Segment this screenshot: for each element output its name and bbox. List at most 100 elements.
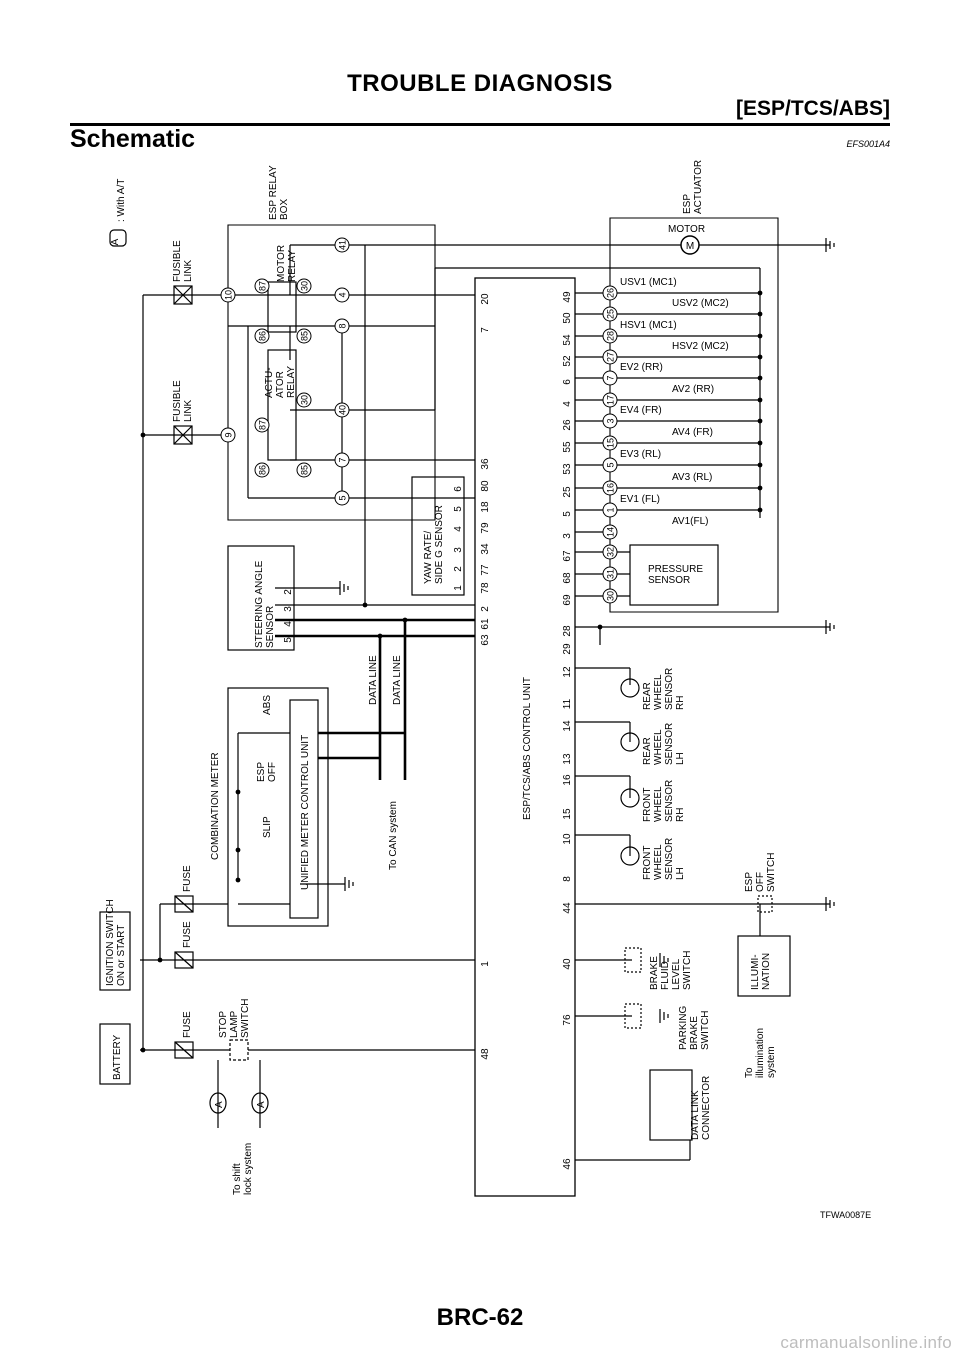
junction-dot <box>757 375 763 381</box>
valve-terminal-26: 26 <box>602 285 618 301</box>
unified-meter-label: UNIFIED METER CONTROL UNIT <box>300 735 311 890</box>
pressure-terminal-31: 31 <box>602 566 618 582</box>
page-header-title: TROUBLE DIAGNOSIS <box>347 70 613 97</box>
svg-text:FUSE: FUSE <box>182 921 193 948</box>
svg-text:BATTERY: BATTERY <box>112 1034 123 1080</box>
svg-text:LINK: LINK <box>183 399 194 422</box>
svg-text:55: 55 <box>562 441 573 453</box>
cu-bottom-pin-29: 29 <box>562 643 573 655</box>
svg-text:30: 30 <box>300 281 310 291</box>
svg-text:COMBINATION METER: COMBINATION METER <box>210 752 221 860</box>
cu-bottom-pin-28: 28 <box>562 625 573 637</box>
yaw-pin-4: 4 <box>453 526 464 532</box>
svg-text:UNIFIED METER CONTROL UNIT: UNIFIED METER CONTROL UNIT <box>300 735 311 890</box>
junction-dot <box>757 507 763 513</box>
relay-box-terminal-4: 4 <box>334 287 350 303</box>
svg-text:YAW RATE/: YAW RATE/ <box>423 531 434 584</box>
page-number: BRC-62 <box>436 1304 524 1331</box>
svg-text:To CAN system: To CAN system <box>388 801 399 870</box>
svg-text:8: 8 <box>562 876 573 882</box>
junction-dot <box>757 440 763 446</box>
svg-text:LINK: LINK <box>183 259 194 282</box>
svg-text:63: 63 <box>480 634 491 646</box>
junction-dot <box>757 354 763 360</box>
svg-text:87: 87 <box>258 281 268 291</box>
can-system-label: To CAN system <box>388 801 399 870</box>
junction-dot <box>362 602 368 608</box>
svg-text:LH: LH <box>675 867 686 880</box>
svg-text:3: 3 <box>283 606 294 612</box>
junction-dot <box>377 633 383 639</box>
svg-text:2: 2 <box>480 606 491 612</box>
svg-text:WHEEL: WHEEL <box>653 844 664 880</box>
valve-label-6: EV4 (FR) <box>620 405 662 416</box>
svg-text:AV2 (RR): AV2 (RR) <box>672 384 714 395</box>
svg-text:5: 5 <box>606 462 616 467</box>
svg-text:MOTOR: MOTOR <box>668 224 705 235</box>
junction-dot <box>757 333 763 339</box>
svg-text:EV1 (FL): EV1 (FL) <box>620 494 660 505</box>
svg-text:ON or START: ON or START <box>116 925 127 986</box>
svg-text:ACTU-: ACTU- <box>264 367 275 398</box>
svg-text:WHEEL: WHEEL <box>653 729 664 765</box>
svg-text:SENSOR: SENSOR <box>664 780 675 822</box>
valve-terminal-28: 28 <box>602 328 618 344</box>
svg-text:7: 7 <box>480 327 491 333</box>
valve-label-10: EV1 (FL) <box>620 494 660 505</box>
svg-text:To: To <box>744 1067 755 1078</box>
valve-label-0: USV1 (MC1) <box>620 277 677 288</box>
actuator-relay-pin-85: 85 <box>296 462 312 478</box>
junction-dot <box>140 1047 146 1053</box>
junction-dot <box>402 617 408 623</box>
svg-text:12: 12 <box>562 666 573 678</box>
svg-text:ACTUATOR: ACTUATOR <box>693 160 704 214</box>
yaw-pin-6: 6 <box>453 486 464 492</box>
cu-bottom-pin-69: 69 <box>562 594 573 606</box>
svg-text:26: 26 <box>562 419 573 431</box>
svg-text:40: 40 <box>562 958 573 970</box>
svg-text:28: 28 <box>562 625 573 637</box>
valve-terminal-16: 16 <box>602 480 618 496</box>
yaw-pin-3: 3 <box>453 547 464 553</box>
svg-text:AV1(FL): AV1(FL) <box>672 516 709 527</box>
svg-text:9: 9 <box>224 432 234 437</box>
junction-dot <box>235 877 241 883</box>
svg-text:ILLUMI-: ILLUMI- <box>750 954 761 990</box>
yaw-pin-5: 5 <box>453 506 464 512</box>
relay-box-terminal-41: 41 <box>334 237 350 253</box>
valve-label-3: HSV2 (MC2) <box>672 341 729 352</box>
svg-text:87: 87 <box>258 420 268 430</box>
svg-text:68: 68 <box>562 572 573 584</box>
motor-symbol: M <box>686 241 694 252</box>
svg-text:15: 15 <box>562 808 573 820</box>
cu-bottom-pin-3: 3 <box>562 533 573 539</box>
svg-text:EV2 (RR): EV2 (RR) <box>620 362 663 373</box>
steering-pin-3: 3 <box>283 606 294 612</box>
svg-text:54: 54 <box>562 334 573 346</box>
svg-text:FUSE: FUSE <box>182 865 193 892</box>
svg-text:10: 10 <box>224 290 234 300</box>
junction-dot <box>757 485 763 491</box>
svg-text:FRONT: FRONT <box>642 846 653 880</box>
svg-text:79: 79 <box>480 522 491 534</box>
svg-text:ATOR: ATOR <box>275 371 286 398</box>
svg-text:52: 52 <box>562 355 573 367</box>
svg-text:system: system <box>766 1046 777 1078</box>
cu-top-pin-2: 2 <box>480 606 491 612</box>
cu-bottom-pin-15: 15 <box>562 808 573 820</box>
cu-top-pin-36: 36 <box>480 458 491 470</box>
fuse-label-1: FUSE <box>182 865 193 892</box>
svg-text:7: 7 <box>338 457 348 462</box>
svg-text:40: 40 <box>338 405 348 415</box>
svg-text:ESP: ESP <box>682 194 693 214</box>
svg-text:FUSE: FUSE <box>182 1011 193 1038</box>
svg-text:ESP/TCS/ABS CONTROL UNIT: ESP/TCS/ABS CONTROL UNIT <box>522 677 533 820</box>
svg-text:28: 28 <box>606 331 616 341</box>
svg-text:14: 14 <box>562 720 573 732</box>
